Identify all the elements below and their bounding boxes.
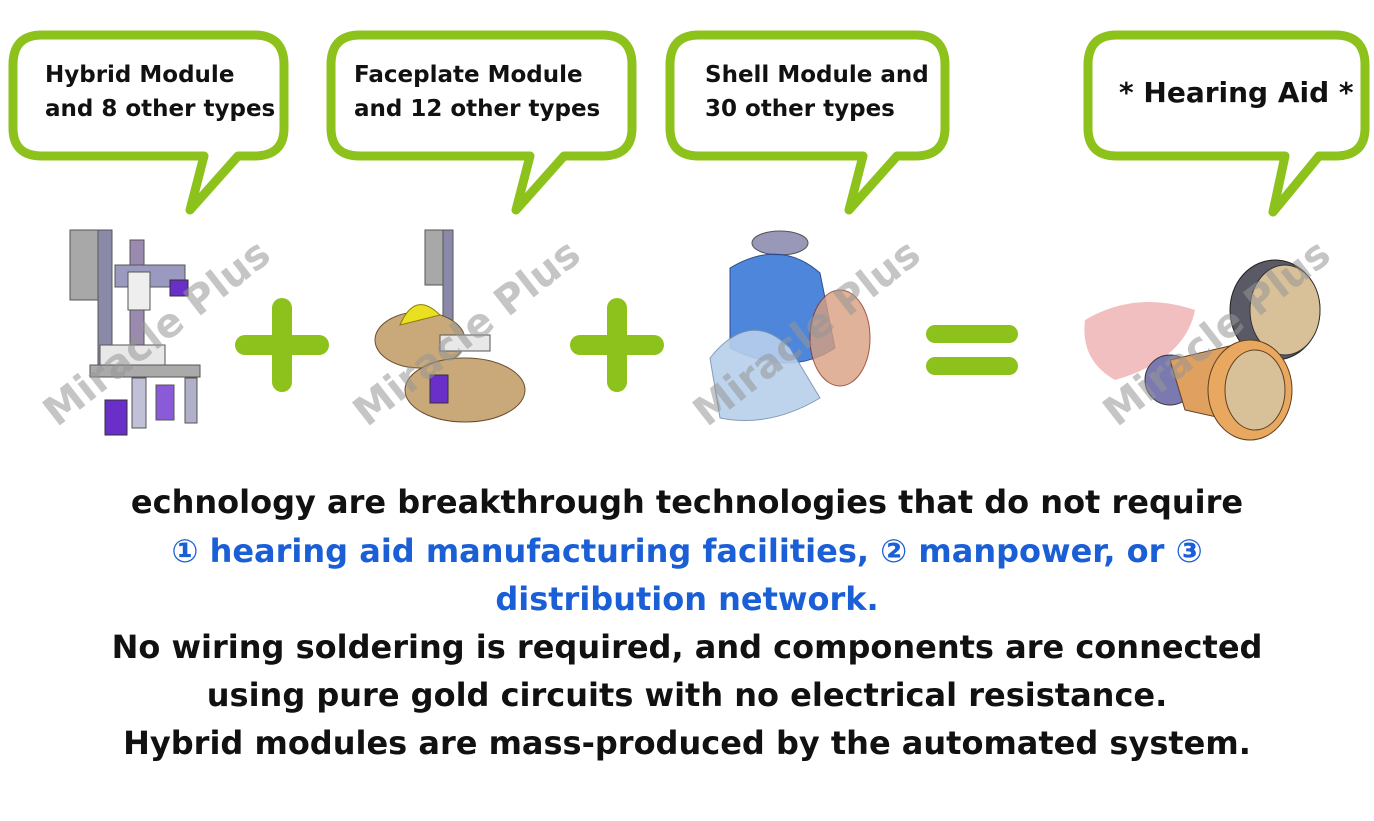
hybrid-module-image	[69, 229, 201, 436]
callout-shell-module: Shell Module and 30 other types	[665, 30, 955, 220]
callout-text-line1: Faceplate Module	[354, 62, 583, 88]
callout-text-line2: 30 other types	[705, 96, 895, 122]
description-line: using pure gold circuits with no electri…	[206, 676, 1168, 714]
description-line-highlight: ① hearing aid manufacturing facilities, …	[171, 532, 1203, 570]
callout-text: * Hearing Aid *	[1119, 76, 1354, 109]
equals-icon	[926, 325, 1018, 375]
speech-bubble-shape	[326, 30, 637, 215]
plus-icon	[235, 298, 329, 392]
callout-faceplate-module: Faceplate Module and 12 other types	[326, 30, 641, 220]
callout-hybrid-module: Hybrid Module and 8 other types	[8, 30, 298, 220]
callout-text-line1: Shell Module and	[705, 62, 929, 88]
speech-bubble-shape	[1083, 30, 1370, 217]
shell-module-image	[709, 230, 871, 421]
description-line: No wiring soldering is required, and com…	[111, 628, 1263, 666]
faceplate-module-image	[374, 229, 526, 423]
callout-text-line2: and 8 other types	[45, 96, 276, 122]
callout-hearing-aid: * Hearing Aid *	[1083, 30, 1373, 220]
callout-text-line2: and 12 other types	[354, 96, 601, 122]
callout-text-line1: Hybrid Module	[45, 62, 235, 88]
description-line: echnology are breakthrough technologies …	[130, 483, 1244, 521]
description-line: Hybrid modules are mass-produced by the …	[123, 724, 1251, 762]
speech-bubble-shape	[8, 30, 289, 215]
speech-bubble-shape	[665, 30, 950, 215]
description-line-highlight: distribution network.	[495, 580, 879, 618]
plus-icon	[570, 298, 664, 392]
hearing-aid-image	[1084, 259, 1321, 441]
